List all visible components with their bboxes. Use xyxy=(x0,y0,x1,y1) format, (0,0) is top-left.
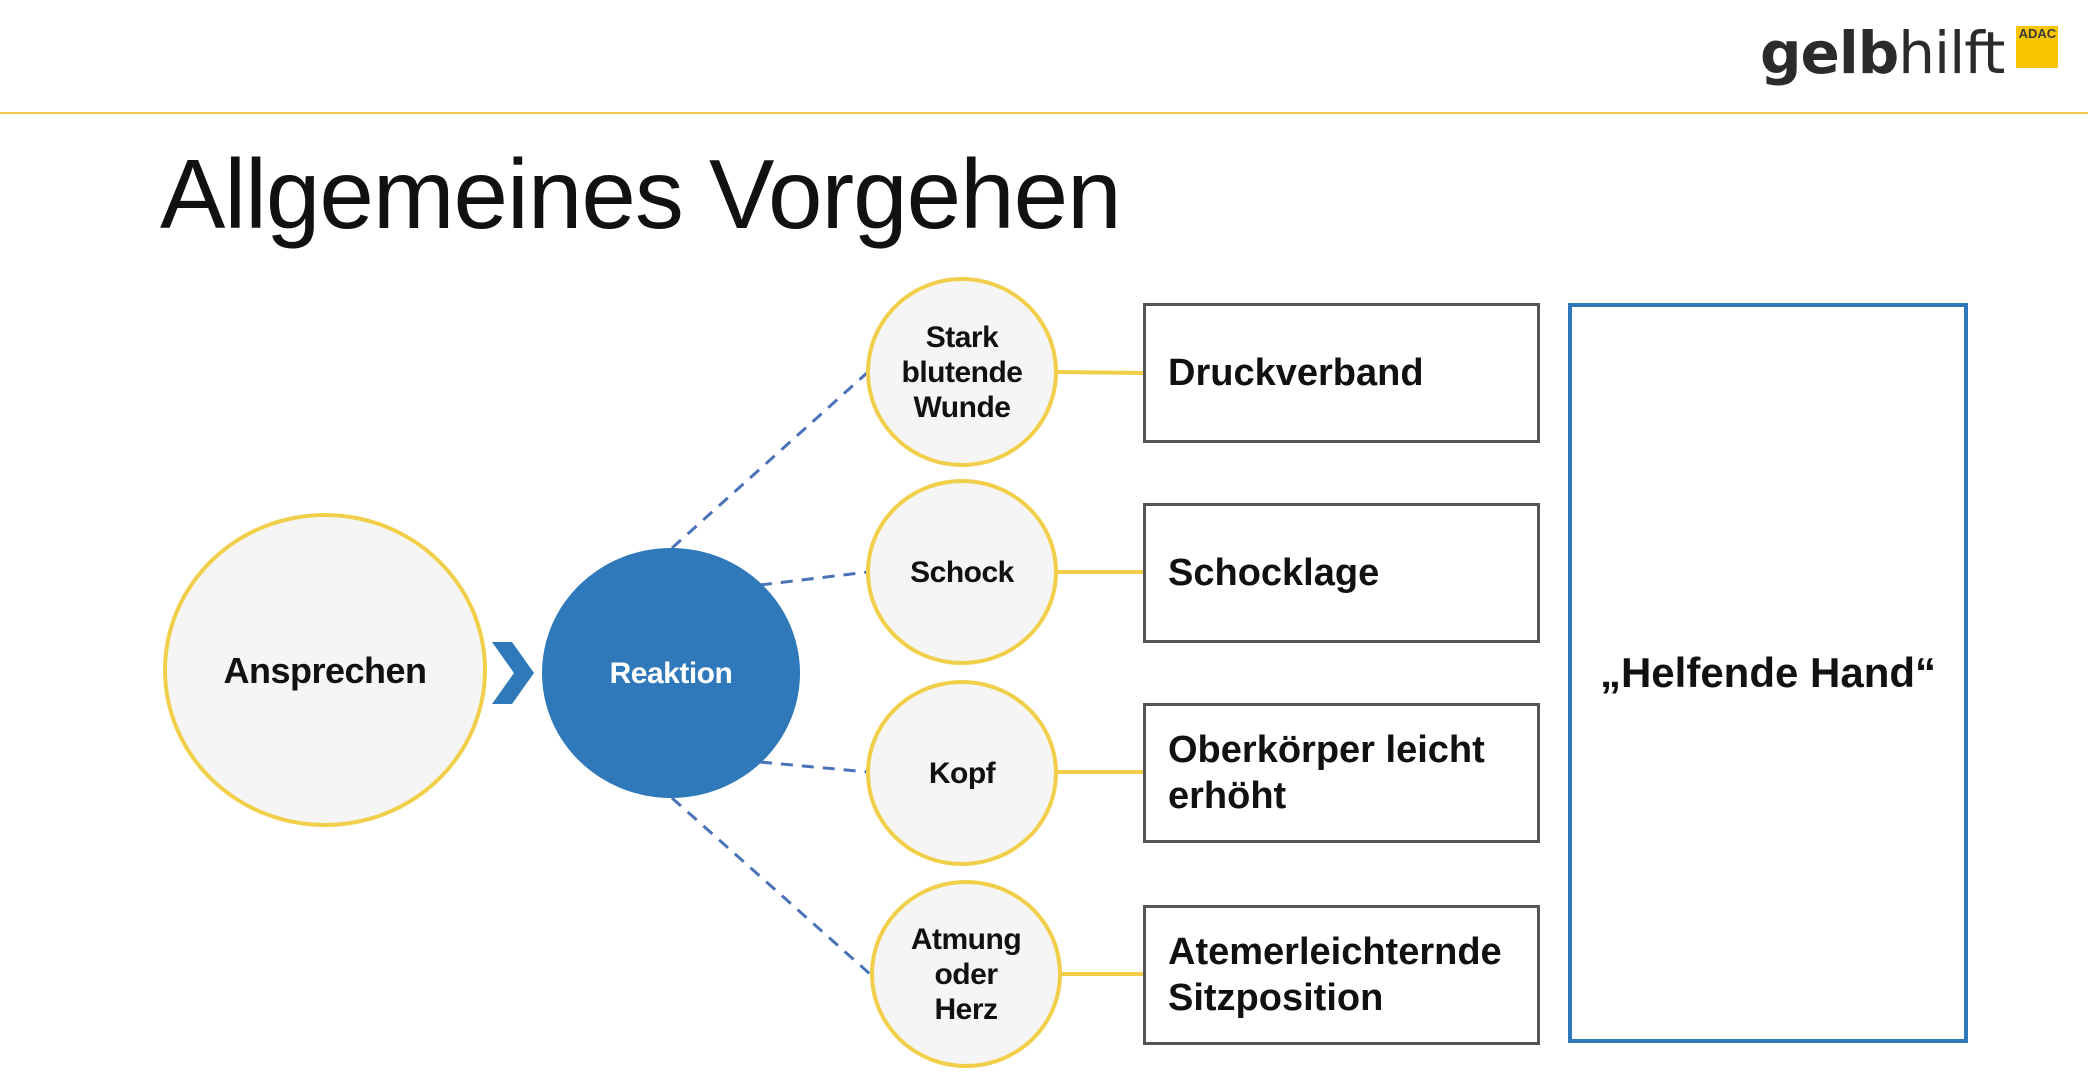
helping-hand-label: „Helfende Hand“ xyxy=(1599,649,1937,696)
condition-label: Schock xyxy=(910,555,1014,589)
dashed-connector-2 xyxy=(759,570,869,587)
solid-connector-1 xyxy=(1055,370,1145,375)
action-box-schocklage: Schocklage xyxy=(1143,503,1540,643)
header-divider xyxy=(0,112,2088,114)
reaktion-node: Reaktion xyxy=(542,548,800,798)
condition-circle-bleeding: Stark blutende Wunde xyxy=(866,277,1058,467)
action-box-druckverband: Druckverband xyxy=(1143,303,1540,443)
ansprechen-label: Ansprechen xyxy=(223,649,427,691)
dashed-connector-3 xyxy=(759,760,869,774)
chevron-right-icon xyxy=(492,642,534,704)
condition-label: Stark blutende Wunde xyxy=(901,320,1024,424)
condition-circle-breathing: Atmung oder Herz xyxy=(870,880,1062,1068)
dashed-connector-1 xyxy=(670,370,870,550)
page-title: Allgemeines Vorgehen xyxy=(160,139,1122,249)
condition-circle-shock: Schock xyxy=(866,479,1058,665)
gelbhilft-logo: gelbhilft ADAC xyxy=(1760,18,2059,88)
condition-circle-head: Kopf xyxy=(866,680,1058,866)
action-box-oberkoerper: Oberkörper leicht erhöht xyxy=(1143,703,1540,843)
condition-label: Kopf xyxy=(928,756,996,790)
helping-hand-box: „Helfende Hand“ xyxy=(1568,303,1968,1043)
condition-label: Atmung oder Herz xyxy=(910,922,1022,1026)
dashed-connector-4 xyxy=(671,796,871,976)
reaktion-label: Reaktion xyxy=(609,656,733,690)
adac-badge: ADAC xyxy=(2016,26,2059,68)
logo-wordmark: gelbhilft xyxy=(1760,19,2005,87)
ansprechen-node: Ansprechen xyxy=(163,513,487,827)
action-box-sitzposition: Atemerleichternde Sitzposition xyxy=(1143,905,1540,1045)
